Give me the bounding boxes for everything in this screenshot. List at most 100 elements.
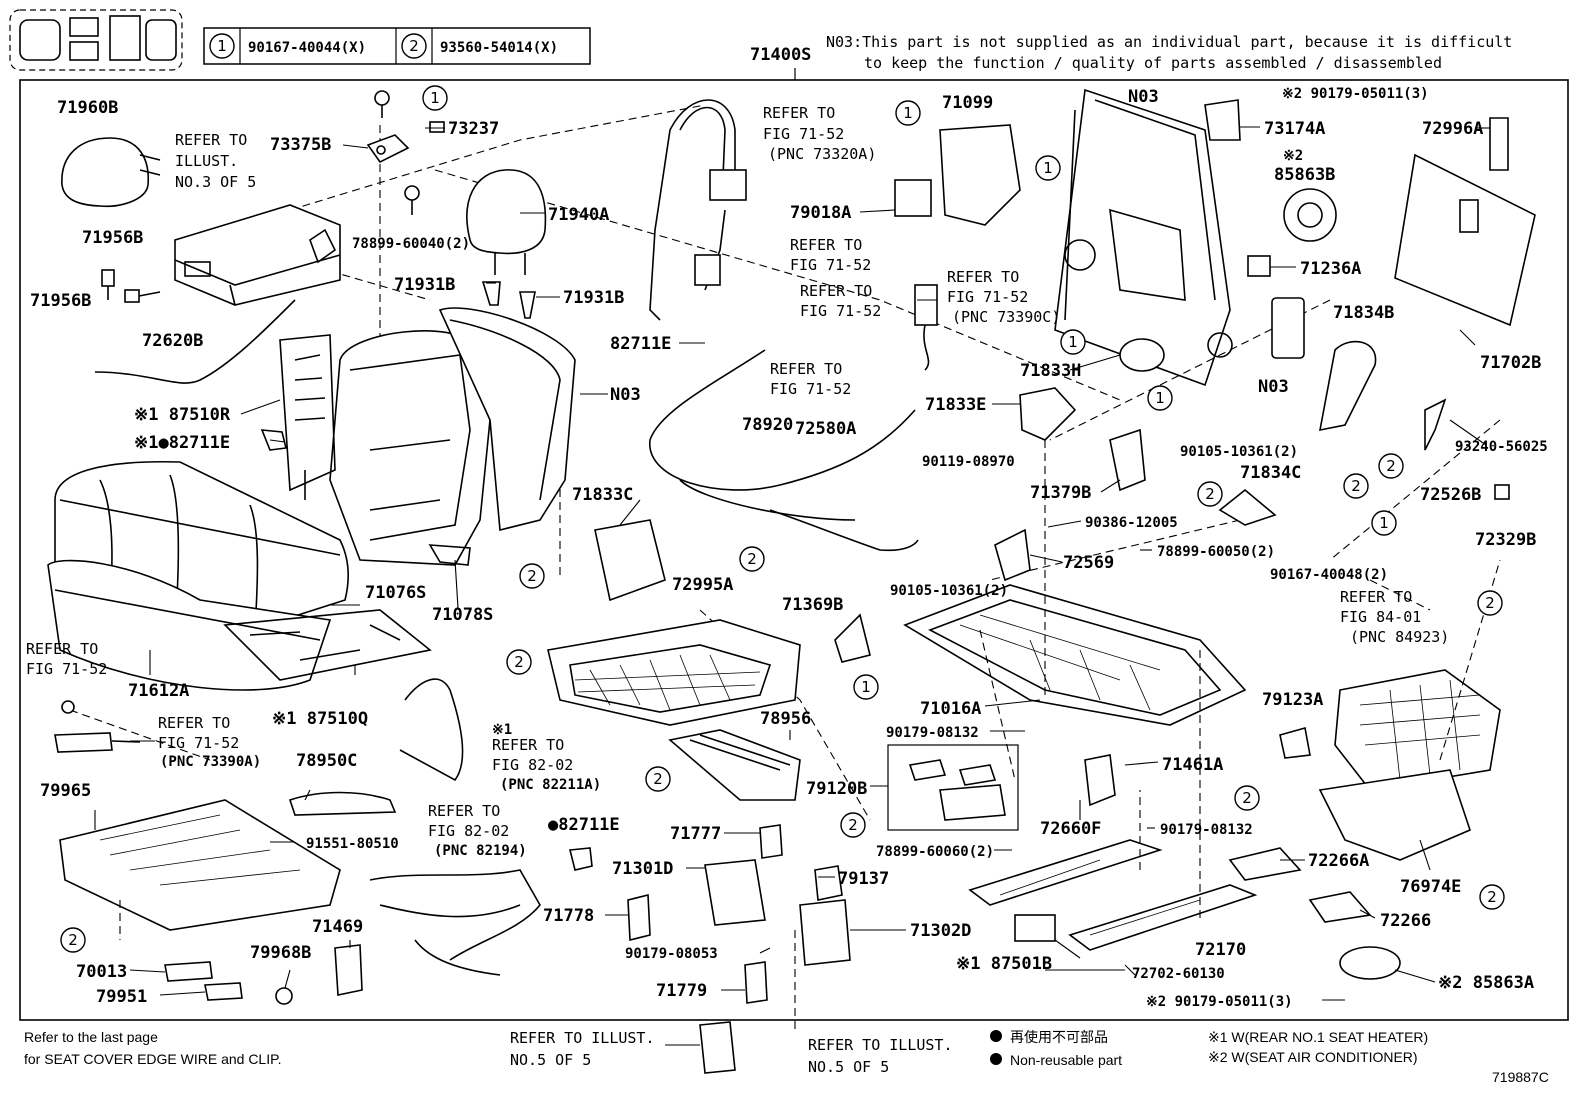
label-73237: 73237 [448,119,499,139]
label-79951: 79951 [96,987,147,1007]
pad-79951 [204,982,243,1001]
svg-text:1: 1 [1043,159,1053,177]
buckle-73390a [54,700,141,753]
label-79968b: 79968B [250,943,311,963]
label-71956b-b: 71956B [30,291,91,311]
bracket-71379b [1109,428,1146,492]
clip-79968b [275,987,293,1005]
label-90105-10361-b: 90105-10361(2) [890,583,1008,599]
back-board-71702b [1394,153,1536,327]
label-87501b: ※1 87501B [956,954,1052,974]
seat-frame-72995a [547,619,801,726]
seatback-frame [1054,88,1233,387]
part-labels: 71960B REFER TO ILLUST. NO.3 OF 5 71956B… [26,86,1548,1010]
cover-71833h [1119,338,1165,372]
label-71779: 71779 [656,981,707,1001]
label-refer-illust3-l2: ILLUST. [175,152,238,170]
label-93240-56025: 93240-56025 [1455,439,1548,455]
label-70013: 70013 [76,962,127,982]
cover-71369b [834,613,871,663]
label-refer-illust3-l1: REFER TO [175,131,247,149]
callout-2-j: 2 [1477,590,1503,616]
callout-1-a: 1 [422,85,448,111]
label-refer-7152-a-l2: FIG 71-52 [763,125,844,143]
label-71369b: 71369B [782,595,843,615]
label-refer-7152-a-l3: (PNC 73320A) [768,145,876,163]
cover-71834c [1218,488,1277,526]
label-refer-7152-a-l1: REFER TO [763,104,835,122]
legend-nonreuse-en: Non-reusable part [1010,1052,1122,1068]
callout-1-f: 1 [1371,510,1397,536]
lever-72526b [1424,398,1447,451]
seat-belt-73320a [649,99,747,321]
harness-79120b [668,729,801,801]
label-91551-80510: 91551-80510 [306,836,399,852]
seat-cushion [47,460,350,691]
label-78899-60050: 78899-60050(2) [1157,544,1275,560]
cover-73174a [1204,99,1241,141]
label-72996a: 72996A [1422,119,1483,139]
cover-76974e [1318,769,1471,861]
label-refer-7152-e-l1: REFER TO [770,360,842,378]
headrest-71960b [61,137,161,208]
label-refer-7152-c-l2: FIG 71-52 [800,302,881,320]
seat-layout-key [9,9,183,71]
callout-2-b: 2 [519,563,545,589]
bracket-78950c [288,791,397,816]
label-72569: 72569 [1063,553,1114,573]
illust-ref-1-line2: NO.5 OF 5 [510,1051,591,1069]
label-71702b: 71702B [1480,353,1541,373]
label-79137: 79137 [838,869,889,889]
svg-text:2: 2 [1351,477,1361,495]
svg-text:1: 1 [430,89,440,107]
label-90179-05011-top: ※2 90179-05011(3) [1282,86,1429,102]
illust-ref-1-line1: REFER TO ILLUST. [510,1029,655,1047]
label-82711e-a: ※1●82711E [134,433,230,453]
svg-text:2: 2 [527,567,537,585]
pad-n03 [1271,297,1305,359]
illust-ref-2-line2: NO.5 OF 5 [808,1058,889,1076]
svg-text:2: 2 [1487,888,1497,906]
label-72995a: 72995A [672,575,733,595]
seatback-cover [329,307,576,566]
svg-text:2: 2 [1485,594,1495,612]
label-73174a: 73174A [1264,119,1325,139]
label-71778: 71778 [543,906,594,926]
pad-70013 [164,961,213,982]
callout-1-c: 1 [1035,155,1061,181]
callout-2-l: 2 [1479,884,1505,910]
label-71777: 71777 [670,824,721,844]
label-72580a: 72580A [795,419,856,439]
label-71078s: 71078S [432,605,493,625]
buckle-73390c [914,284,938,371]
label-72266: 72266 [1380,911,1431,931]
clip-71236a [1247,255,1271,277]
label-n03-right: N03 [1258,377,1289,397]
note-seat-heater: ※1 W(REAR NO.1 SEAT HEATER) [1208,1029,1428,1045]
label-78899-60060: 78899-60060(2) [876,844,994,860]
seat-track-72170 [968,839,1258,951]
label-76974e: 76974E [1400,877,1461,897]
heater-pad-87510r [279,334,336,500]
svg-text:2: 2 [747,550,757,568]
label-79965: 79965 [40,781,91,801]
label-refer-7152-g-l1: REFER TO [158,714,230,732]
legend-nonreuse-jp: 再使用不可部品 [1010,1029,1108,1045]
label-71834b: 71834B [1333,303,1394,323]
label-71833h: 71833H [1020,361,1081,381]
footer: Refer to the last page for SEAT COVER ED… [24,1029,1549,1085]
label-87510r: ※1 87510R [134,405,231,425]
label-90179-05011-bot: ※2 90179-05011(3) [1146,994,1293,1010]
label-refer-7152-b-l2: FIG 71-52 [790,256,871,274]
label-79120b: 79120B [806,779,867,799]
label-refer-8401-l2: FIG 84-01 [1340,608,1421,626]
harness-87510q [399,678,464,782]
callout-1-g: 1 [853,674,879,700]
label-90105-10361-a: 90105-10361(2) [1180,444,1298,460]
cover-79137 [814,865,843,901]
label-71940a: 71940A [548,205,609,225]
label-79123a: 79123A [1262,690,1323,710]
label-78950c: 78950C [296,751,357,771]
label-78899-60040: 78899-60040(2) [352,236,470,252]
duct-72266a [1228,847,1302,881]
